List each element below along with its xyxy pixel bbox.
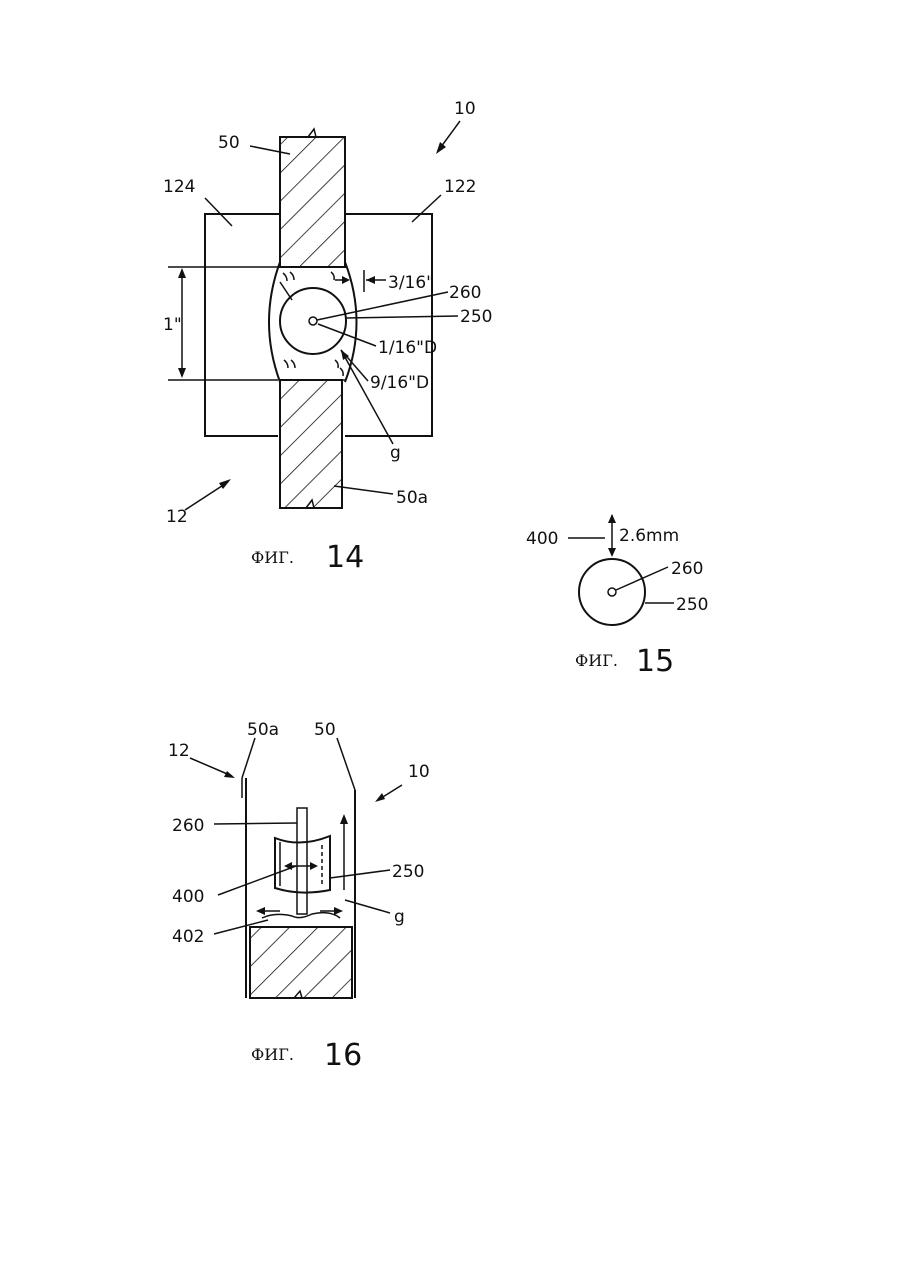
leader-122 [412,195,441,222]
weld-bulge [269,262,280,382]
leader-weld [280,282,292,300]
figure-14: 10 50 124 122 3/16" 260 250 1" 1/16"D 9/… [163,99,492,575]
figure-number: 15 [636,644,674,679]
figure-caption-prefix: ФИГ. [251,548,294,567]
leader-12 [190,758,232,776]
arrow-head [224,771,235,778]
wall-50-section [280,137,345,267]
leader-1-16d [318,324,376,346]
block-122-outline [345,214,432,436]
label-50: 50 [218,133,240,153]
leader-50 [337,738,355,790]
figure-caption-prefix: ФИГ. [251,1045,294,1064]
arrow-head [334,907,343,915]
label-9-16d: 9/16"D [370,373,429,393]
figure-16: 12 50a 50 10 260 400 250 402 g ФИГ. 16 [168,720,430,1073]
leader-260 [214,823,297,824]
label-260: 260 [449,283,481,303]
rod-260 [297,808,307,914]
label-3-16: 3/16" [388,273,434,293]
label-122: 122 [444,177,476,197]
arrow-head [375,793,385,802]
label-400: 400 [526,529,558,549]
label-50: 50 [314,720,336,740]
label-g: g [394,907,405,927]
figure-number: 14 [326,540,364,575]
base-section [250,927,352,998]
leader-124 [205,198,232,226]
leader-250 [346,316,458,318]
wall-50a-section [280,380,342,508]
arrow-head [436,142,446,154]
label-50a: 50a [247,720,279,740]
label-12: 12 [166,507,188,527]
label-50a: 50a [396,488,428,508]
hole-260 [309,317,317,325]
label-2-6mm: 2.6mm [619,526,679,546]
label-10: 10 [408,762,430,782]
hole-260 [608,588,616,596]
label-g: g [390,443,401,463]
label-124: 124 [163,177,195,197]
figure-number: 16 [324,1038,362,1073]
figure-caption-prefix: ФИГ. [575,651,618,670]
arrow-head [342,276,375,284]
label-250: 250 [460,307,492,327]
arrow-head [256,907,265,915]
leader-g [341,350,393,444]
leader-50a [242,738,255,778]
label-260: 260 [671,559,703,579]
figure-15: 400 2.6mm 260 250 ФИГ. 15 [526,514,708,679]
leader-250 [330,870,390,878]
label-250: 250 [392,862,424,882]
arrow-head [340,814,348,824]
label-10: 10 [454,99,476,119]
label-1-inch: 1" [163,315,182,335]
disk-250 [579,559,645,625]
label-12: 12 [168,741,190,761]
label-400: 400 [172,887,204,907]
label-260: 260 [172,816,204,836]
break-mark [308,129,316,137]
label-402: 402 [172,927,204,947]
label-250: 250 [676,595,708,615]
label-1-16d: 1/16"D [378,338,437,358]
leader-g [345,900,390,913]
leader-260 [616,567,668,590]
